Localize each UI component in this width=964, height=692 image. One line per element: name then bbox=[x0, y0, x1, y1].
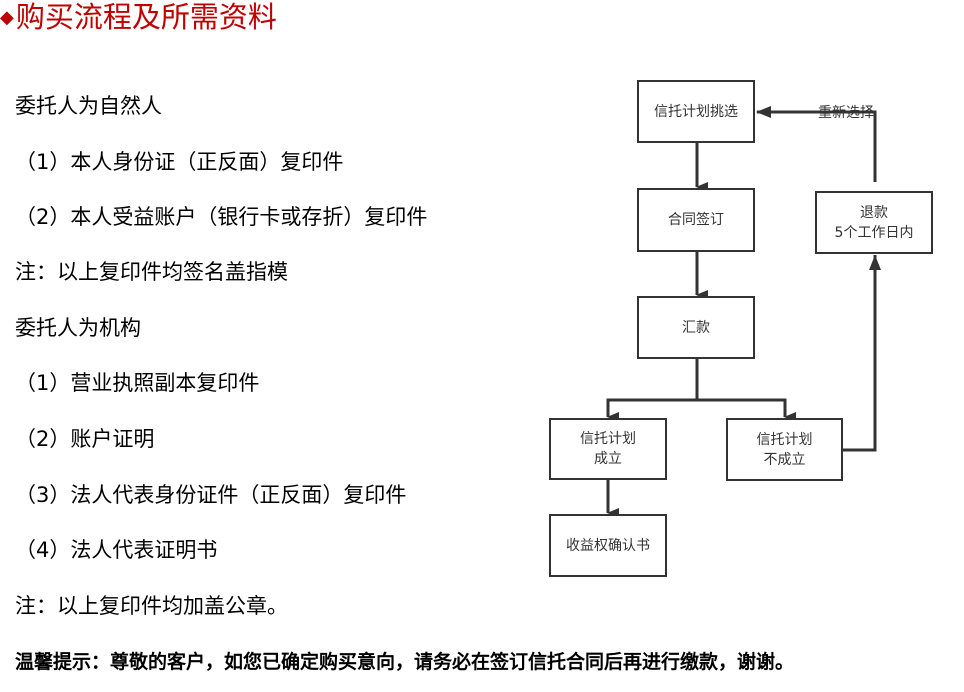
flow-step-refund: 退款 5个工作日内 bbox=[815, 191, 933, 254]
step-label: 退款 bbox=[860, 204, 888, 221]
text-line: （1）营业执照副本复印件 bbox=[15, 371, 260, 395]
step-label: 成立 bbox=[594, 451, 622, 467]
reselect-label: 重新选择 bbox=[818, 105, 874, 121]
text-line: （1）本人身份证（正反面）复印件 bbox=[15, 150, 344, 174]
flow-step-select: 信托计划挑选 bbox=[637, 80, 755, 143]
text-line: 委托人为机构 bbox=[15, 316, 141, 340]
step-label: 信托计划 bbox=[580, 431, 636, 447]
page-title: ◆购买流程及所需资料 bbox=[0, 0, 964, 35]
step-label: 信托计划 bbox=[756, 431, 813, 448]
step-label: 汇款 bbox=[682, 319, 710, 336]
flow-step-not-established: 信托计划不成立 bbox=[726, 418, 843, 481]
diamond-bullet-icon: ◆ bbox=[0, 7, 14, 28]
step-label: 合同签订 bbox=[668, 212, 724, 228]
text-line: 注：以上复印件均签名盖指模 bbox=[15, 260, 288, 284]
text-line: （4）法人代表证明书 bbox=[15, 538, 218, 562]
text-line: （2）本人受益账户（银行卡或存折）复印件 bbox=[15, 205, 428, 229]
text-line: （2）账户证明 bbox=[15, 427, 155, 451]
flow-step-established: 信托计划成立 bbox=[549, 418, 667, 480]
step-label: 收益权确认书 bbox=[566, 537, 650, 554]
text-line: 注：以上复印件均加盖公章。 bbox=[15, 594, 288, 618]
text-line: 委托人为自然人 bbox=[15, 94, 162, 118]
flow-step-pay: 汇款 bbox=[637, 296, 755, 359]
flow-step-sign: 合同签订 bbox=[637, 188, 755, 252]
text-line: （3）法人代表身份证件（正反面）复印件 bbox=[15, 483, 407, 507]
step-label: 5个工作日内 bbox=[834, 224, 914, 241]
notice: 温馨提示：尊敬的客户，如您已确定购买意向，请务必在签订信托合同后再进行缴款，谢谢… bbox=[15, 651, 795, 673]
step-label: 信托计划挑选 bbox=[654, 103, 738, 120]
title-text: 购买流程及所需资料 bbox=[15, 0, 277, 34]
flow-step-certificate: 收益权确认书 bbox=[549, 514, 667, 577]
step-label: 不成立 bbox=[763, 451, 806, 468]
